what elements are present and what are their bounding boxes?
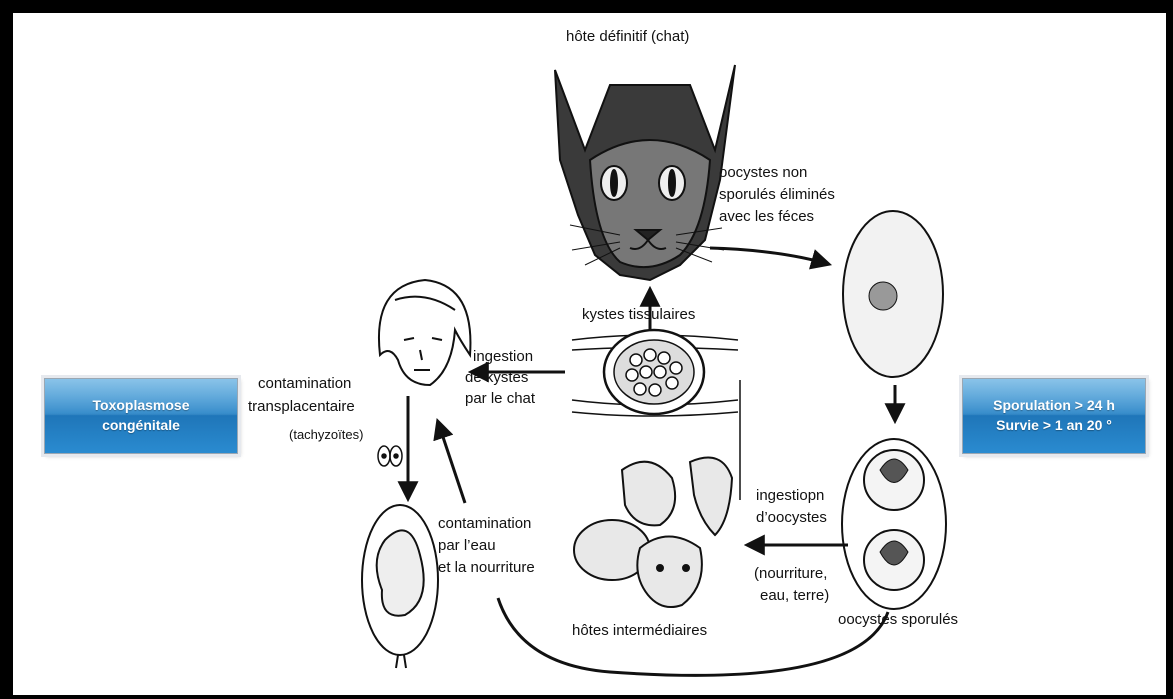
ingestion-cyst-label-2: de kystes — [465, 367, 528, 388]
water-food-label-3: et la nourriture — [438, 557, 535, 578]
sporulated-oocyst-illustration — [842, 439, 946, 609]
transplacental-label-2: transplacentaire — [248, 396, 355, 417]
sources-label-2: eau, terre) — [760, 585, 829, 606]
woman-illustration — [379, 280, 471, 385]
water-food-label-1: contamination — [438, 513, 531, 534]
sporulation-box-line-1: Sporulation > 24 h — [963, 395, 1145, 415]
congenital-toxoplasmosis-box: Toxoplasmose congénitale — [44, 378, 238, 454]
sporulation-info-box: Sporulation > 24 h Survie > 1 an 20 ° — [962, 378, 1146, 454]
tissue-cyst-label: kystes tissulaires — [582, 304, 695, 325]
foetus-illustration — [362, 505, 438, 668]
tachyzoites-illustration — [378, 446, 402, 466]
water-food-label-2: par l’eau — [438, 535, 496, 556]
ingestion-oocyst-label-1: ingestiopn — [756, 485, 824, 506]
tachyzoites-label: (tachyzoïtes) — [289, 424, 363, 445]
unsporulated-oocyst-label-3: avec les féces — [719, 206, 814, 227]
ingestion-cyst-label-3: par le chat — [465, 388, 535, 409]
unsporulated-oocyst-label-2: sporulés éliminés — [719, 184, 835, 205]
transplacental-label-1: contamination — [258, 373, 351, 394]
intermediate-hosts-label: hôtes intermédiaires — [572, 620, 707, 641]
congenital-box-line-2: congénitale — [45, 415, 237, 435]
sources-label-1: (nourriture, — [754, 563, 827, 584]
sporulated-oocyst-label: oocystes sporulés — [838, 609, 958, 630]
congenital-box-line-1: Toxoplasmose — [45, 395, 237, 415]
sporulation-box-line-2: Survie > 1 an 20 ° — [963, 415, 1145, 435]
unsporulated-oocyst-label-1: oocystes non — [719, 162, 807, 183]
tissue-cyst-illustration — [572, 330, 738, 416]
cat-illustration — [555, 65, 735, 280]
definitive-host-label: hôte définitif (chat) — [566, 26, 689, 47]
ingestion-cyst-label-1: ingestion — [473, 346, 533, 367]
unsporulated-oocyst-illustration — [843, 211, 943, 377]
ingestion-oocyst-label-2: d’oocystes — [756, 507, 827, 528]
